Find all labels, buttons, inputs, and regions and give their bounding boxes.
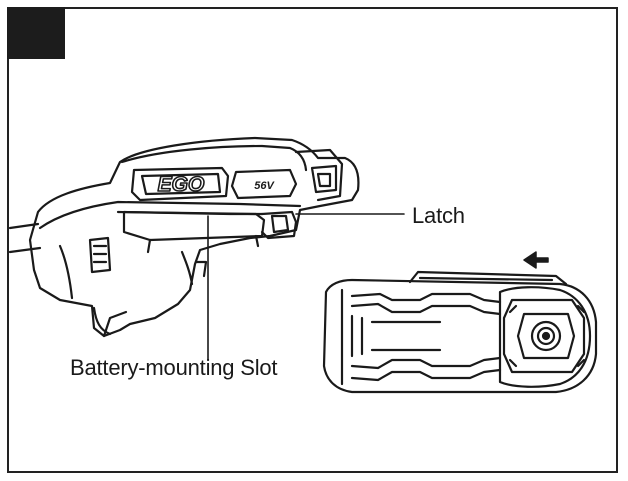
battery-body — [322, 278, 598, 394]
latch-label: Latch — [412, 203, 465, 228]
step-marker — [7, 7, 65, 59]
insert-direction-arrow — [523, 251, 549, 269]
battery-pack — [322, 270, 598, 394]
logo-plate — [130, 166, 230, 202]
tool-shaft — [8, 222, 42, 254]
battery-mounting-slot-outline — [122, 210, 266, 242]
battery-terminal — [530, 320, 562, 352]
voltage-badge-panel — [230, 168, 298, 200]
battery-end-cap — [498, 286, 592, 388]
tool-power-head — [8, 136, 360, 338]
battery-mounting-slot-label: Battery-mounting Slot — [70, 355, 278, 380]
tool-voltage-badge: 56V — [254, 180, 275, 192]
tool-logo: EGO — [158, 173, 205, 196]
battery-rail — [408, 270, 568, 286]
latch-detail — [260, 210, 298, 240]
figure-frame — [7, 7, 618, 473]
tool-body-outline — [28, 136, 360, 338]
